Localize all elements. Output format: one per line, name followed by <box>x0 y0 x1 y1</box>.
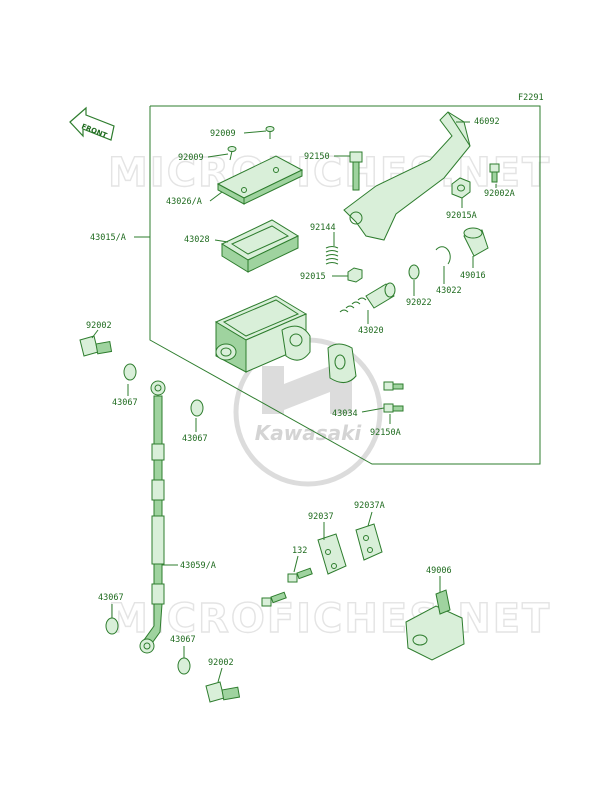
label-43067-d: 43067 <box>170 635 196 645</box>
label-132: 132 <box>292 546 307 556</box>
leader-92009b <box>207 153 229 158</box>
label-43059a: 43059/A <box>180 561 216 571</box>
label-43020: 43020 <box>358 326 384 336</box>
banjo-bolt-left <box>79 335 113 357</box>
screw-92009-a <box>265 126 275 139</box>
dust-boot-49016 <box>463 227 489 257</box>
pivot-bolt <box>349 151 363 191</box>
label-92015: 92015 <box>300 272 326 282</box>
label-43015a: 43015/A <box>90 233 126 243</box>
figure-code: F2291 <box>518 93 544 103</box>
assembly-boundary <box>149 105 541 465</box>
label-92150: 92150 <box>304 152 330 162</box>
label-92015a: 92015A <box>446 211 477 221</box>
bracket-92037 <box>317 533 347 575</box>
label-92037: 92037 <box>308 512 334 522</box>
bracket-92037a <box>355 523 383 561</box>
master-cylinder-body <box>214 295 311 373</box>
diaphragm <box>220 219 300 273</box>
label-92022: 92022 <box>406 298 432 308</box>
leader-132 <box>293 555 299 573</box>
label-92002-bottom: 92002 <box>208 658 234 668</box>
clamp-bolts-92150a <box>383 381 404 413</box>
piston-kit-43020 <box>339 282 396 313</box>
front-arrow: FRONT <box>69 106 115 141</box>
label-92037a: 92037A <box>354 501 385 511</box>
washer-43067-d <box>177 657 191 675</box>
washer-43067-b <box>190 399 204 417</box>
label-92002a-top: 92002A <box>484 189 515 199</box>
leader-43034 <box>361 407 385 413</box>
label-49016: 49016 <box>460 271 486 281</box>
label-46092: 46092 <box>474 117 500 127</box>
screw-92009-b <box>227 146 237 161</box>
label-43034: 43034 <box>332 409 358 419</box>
label-43067-a: 43067 <box>112 398 138 408</box>
leader-92037a <box>367 511 373 527</box>
label-43067-b: 43067 <box>182 434 208 444</box>
guide-49006 <box>405 589 465 661</box>
leader-43026a <box>209 191 223 202</box>
label-43026a: 43026/A <box>166 197 202 207</box>
label-92009-b: 92009 <box>178 153 204 163</box>
brake-hose <box>139 380 166 654</box>
label-92009-a: 92009 <box>210 129 236 139</box>
circlip-43022 <box>435 246 451 265</box>
reservoir-cover <box>216 155 304 205</box>
banjo-bolt-bottom <box>205 681 241 703</box>
nut-92015a <box>451 177 471 199</box>
watermark-top: MICROFICHES.NET <box>108 150 551 196</box>
label-92150a: 92150A <box>370 428 401 438</box>
clamp-43034 <box>327 343 357 383</box>
nut-92015 <box>347 267 363 283</box>
leader-92002-left <box>91 329 99 339</box>
label-43022: 43022 <box>436 286 462 296</box>
leader-43028 <box>214 239 229 243</box>
logo-text: Kawasaki <box>255 421 363 445</box>
bolt-132 <box>261 567 313 607</box>
label-49006: 49006 <box>426 566 452 576</box>
label-92144: 92144 <box>310 223 336 233</box>
watermark-bottom: MICROFICHES.NET <box>108 596 551 642</box>
label-92002-left: 92002 <box>86 321 112 331</box>
leader-92002-bottom <box>217 667 223 683</box>
washer-92022 <box>408 264 420 280</box>
spring-92144 <box>325 246 339 265</box>
label-43067-c: 43067 <box>98 593 124 603</box>
washer-43067-c <box>105 617 119 635</box>
washer-43067-a <box>123 363 137 381</box>
bolt-92002a-top <box>489 163 500 183</box>
label-43028: 43028 <box>184 235 210 245</box>
leader-92009a <box>243 130 267 134</box>
brake-lever <box>343 111 471 241</box>
